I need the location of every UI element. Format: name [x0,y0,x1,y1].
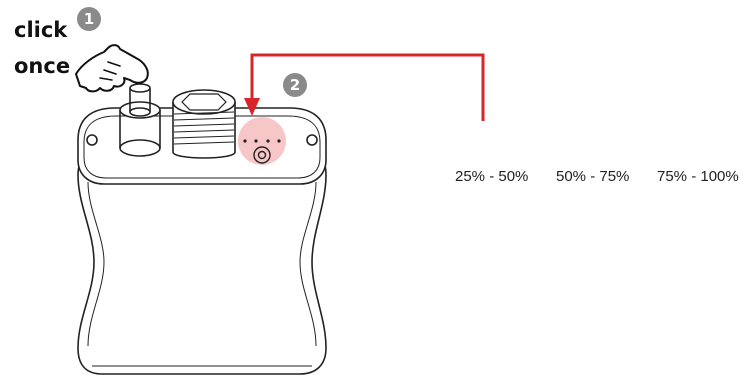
left-screw-hole [86,134,98,146]
level-label-3: 75% - 100% [657,168,739,185]
push-button[interactable] [119,83,161,157]
level-label-2: 50% - 75% [556,168,630,185]
arrow-icon [244,53,485,121]
led-icon [253,146,271,164]
instruction-click-text: click [14,18,68,42]
pointing-hand-icon [75,44,149,93]
led-dots [243,139,281,143]
step-2-badge: 2 [283,73,307,97]
level-label-1: 25% - 50% [455,168,529,185]
threaded-connector [172,89,236,159]
step-1-badge: 1 [77,7,101,31]
instruction-once-text: once [14,54,71,78]
right-screw-hole [306,134,318,146]
led-highlight [238,117,286,165]
